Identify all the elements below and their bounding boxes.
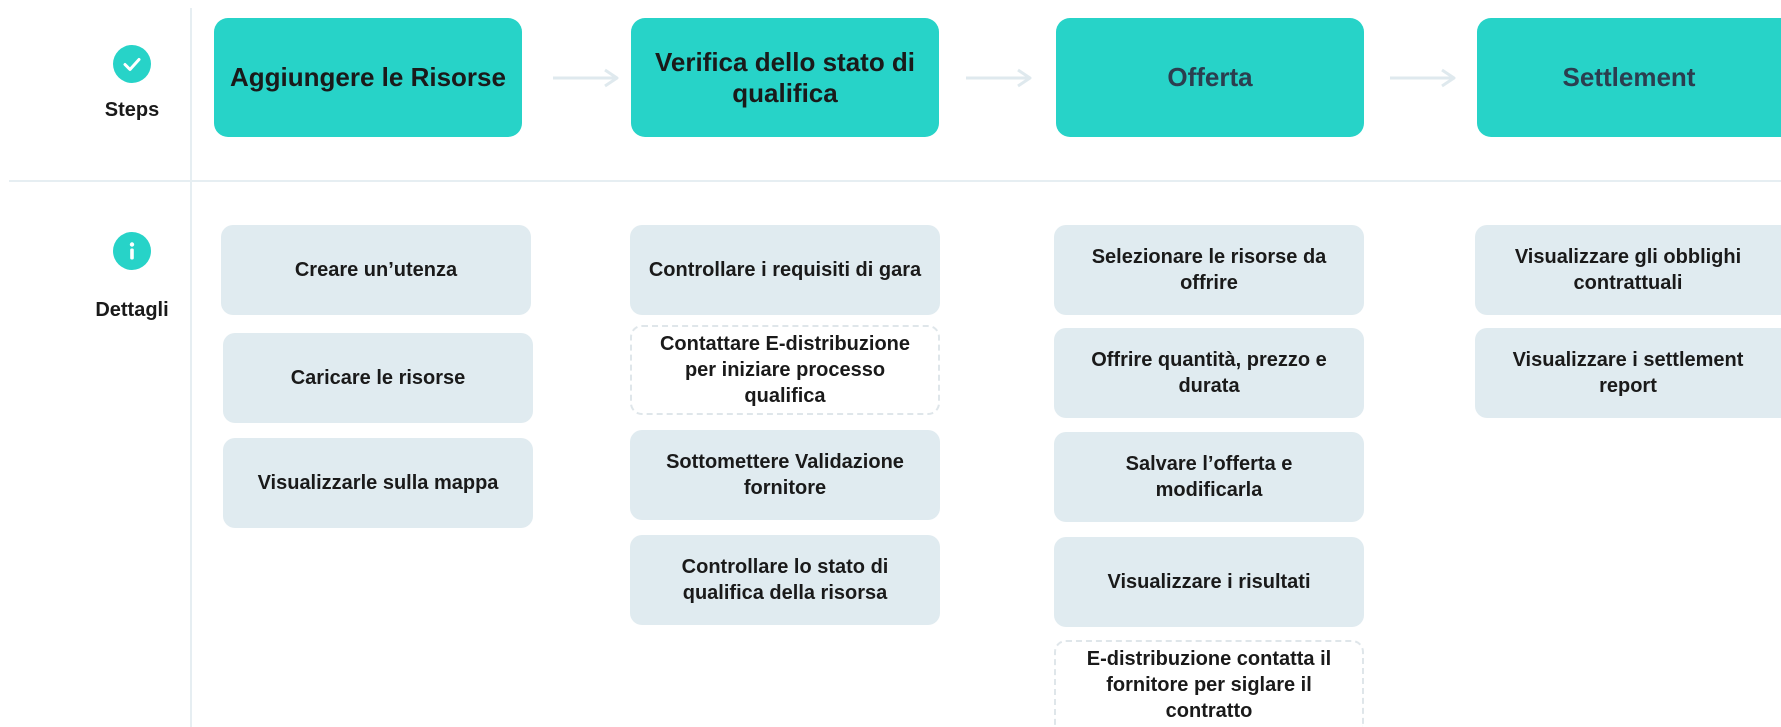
detail-card: Creare un’utenza [221, 225, 531, 315]
check-circle-icon [113, 45, 151, 83]
detail-card: Controllare i requisiti di gara [630, 225, 940, 315]
detail-card: Caricare le risorse [223, 333, 533, 423]
arrow-right-icon [1390, 68, 1456, 88]
arrow-right-icon [553, 68, 619, 88]
detail-card-external: E-distribuzione contatta il fornitore pe… [1054, 640, 1364, 727]
horizontal-divider [9, 180, 1781, 182]
detail-card: Selezionare le risorse da offrire [1054, 225, 1364, 315]
detail-card: Visualizzare i settlement report [1475, 328, 1781, 418]
step-offerta: Offerta [1056, 18, 1364, 137]
arrow-right-icon [966, 68, 1032, 88]
detail-card: Visualizzare i risultati [1054, 537, 1364, 627]
step-settlement: Settlement [1477, 18, 1781, 137]
vertical-divider [190, 8, 192, 727]
detail-card: Controllare lo stato di qualifica della … [630, 535, 940, 625]
details-row-label: Dettagli [95, 299, 169, 321]
detail-card: Sottomettere Validazione fornitore [630, 430, 940, 520]
detail-card: Visualizzarle sulla mappa [223, 438, 533, 528]
step-verifica-qualifica: Verifica dello stato di qualifica [631, 18, 939, 137]
steps-row-label: Steps [104, 99, 160, 121]
detail-card-external: Contattare E-distribuzione per iniziare … [630, 325, 940, 415]
step-aggiungere-risorse: Aggiungere le Risorse [214, 18, 522, 137]
info-circle-icon [113, 232, 151, 270]
detail-card: Salvare l’offerta e modificarla [1054, 432, 1364, 522]
detail-card: Visualizzare gli obblighi contrattuali [1475, 225, 1781, 315]
detail-card: Offrire quantità, prezzo e durata [1054, 328, 1364, 418]
